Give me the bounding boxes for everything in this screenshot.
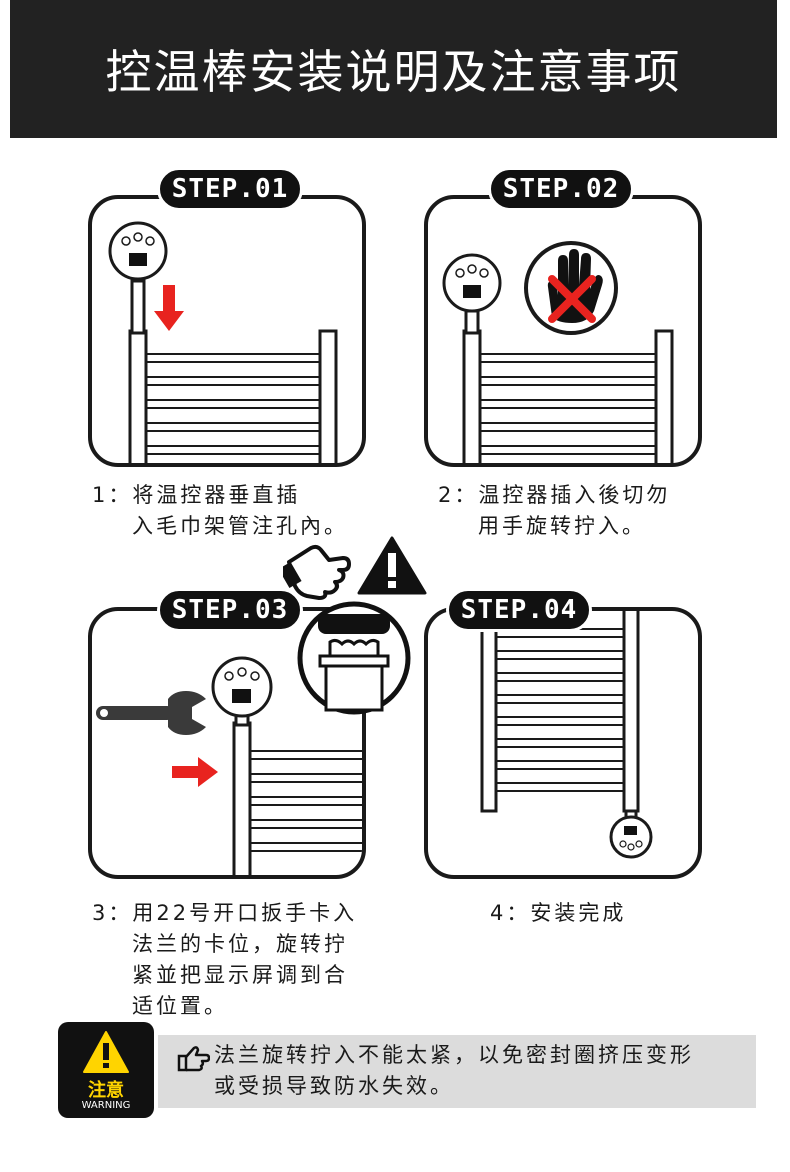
step-1-label: STEP.01	[157, 167, 303, 211]
flange-detail-icon	[297, 601, 411, 715]
page-header: 控温棒安装说明及注意事项	[10, 0, 777, 138]
warning-sub-label: WARNING	[81, 1100, 131, 1111]
step-2-caption: 2：温控器插入後切勿 用手旋转拧入。	[438, 483, 671, 538]
warning-note-text: 法兰旋转拧入不能太紧，以免密封圈挤压变形 或受损导致防水失效。	[214, 1043, 694, 1098]
step-3-label: STEP.03	[157, 588, 303, 632]
step-2-panel	[424, 195, 702, 467]
step-3-illustration	[211, 656, 362, 875]
no-hand-icon	[524, 241, 618, 335]
warning-badge	[58, 1022, 154, 1118]
wrench-icon	[96, 691, 206, 735]
step-1-illustration	[108, 221, 338, 463]
step-4-caption: 4：安装完成	[490, 901, 627, 925]
step-1-caption: 1：将温控器垂直插 入毛巾架管注孔內。	[92, 483, 348, 538]
warning-note-bar	[158, 1035, 756, 1108]
pointing-hand-icon	[283, 544, 351, 600]
page-title: 控温棒安装说明及注意事项	[105, 45, 682, 99]
step-2-label: STEP.02	[488, 167, 634, 211]
step-4-illustration	[480, 611, 653, 859]
step-2-illustration	[442, 253, 674, 463]
warning-triangle-icon	[357, 536, 427, 595]
red-right-arrow-icon	[172, 757, 218, 787]
hand-point-icon	[177, 1046, 210, 1072]
step-1-panel	[88, 195, 366, 467]
step-4-label: STEP.04	[446, 588, 592, 632]
warning-label: 注意	[88, 1080, 124, 1101]
red-down-arrow-icon	[154, 285, 184, 331]
warning-yellow-icon	[83, 1031, 129, 1073]
step-3-caption: 3：用22号开口扳手卡入 法兰的卡位，旋转拧 紧並把显示屏调到合 适位置。	[92, 901, 358, 1018]
step-4-panel	[424, 607, 702, 879]
